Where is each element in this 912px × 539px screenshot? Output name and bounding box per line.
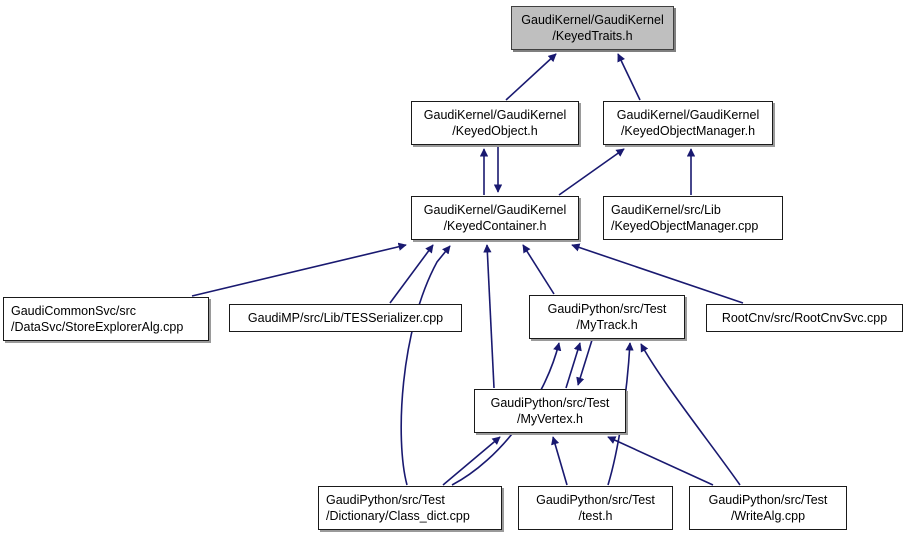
edge-myvertex-to-keyedcontainer	[483, 244, 495, 389]
node-label-line1: GaudiPython/src/Test	[547, 302, 667, 316]
node-keyedtraits-h[interactable]: GaudiKernel/GaudiKernel /KeyedTraits.h	[511, 6, 674, 50]
node-storeexploreralg-cpp[interactable]: GaudiCommonSvc/src /DataSvc/StoreExplore…	[3, 297, 209, 341]
edge-writealg-to-myvertex	[607, 436, 714, 486]
node-label-line1: GaudiMP/src/Lib/TESSerializer.cpp	[247, 311, 444, 325]
node-keyedobjectmanager-h[interactable]: GaudiKernel/GaudiKernel /KeyedObjectMana…	[603, 101, 773, 145]
node-label-line2: /KeyedObjectManager.h	[620, 124, 756, 138]
node-label-line1: GaudiPython/src/Test	[326, 493, 445, 507]
node-writealg-cpp[interactable]: GaudiPython/src/Test /WriteAlg.cpp	[689, 486, 847, 530]
node-label-line1: RootCnv/src/RootCnvSvc.cpp	[721, 311, 888, 325]
edge-writealg-to-mytrack	[640, 343, 741, 486]
edge-tesserializer-to-keyedcontainer	[389, 244, 434, 304]
node-label-line1: GaudiKernel/GaudiKernel	[423, 203, 567, 217]
node-myvertex-h[interactable]: GaudiPython/src/Test /MyVertex.h	[474, 389, 626, 433]
node-label-line2: /KeyedTraits.h	[552, 29, 633, 43]
edge-testh-to-myvertex	[551, 436, 568, 486]
node-label-line2: /test.h	[578, 509, 613, 523]
node-label-line2: /MyVertex.h	[517, 412, 583, 426]
node-keyedobject-h[interactable]: GaudiKernel/GaudiKernel /KeyedObject.h	[411, 101, 579, 145]
edge-storeexplorer-to-keyedcontainer	[191, 242, 407, 297]
edge-keyedobjectmanager-h-to-keyedtraits	[617, 53, 641, 101]
node-label-line2: /KeyedContainer.h	[443, 219, 547, 233]
node-label-line2: /MyTrack.h	[576, 318, 638, 332]
node-label-line2: /KeyedObjectManager.cpp	[611, 219, 759, 233]
edge-mytrack-to-keyedcontainer	[522, 244, 555, 295]
node-keyedobjectmanager-cpp[interactable]: GaudiKernel/src/Lib /KeyedObjectManager.…	[603, 196, 783, 240]
edge-mytrack-to-myvertex	[576, 339, 593, 386]
node-tesserializer-cpp[interactable]: GaudiMP/src/Lib/TESSerializer.cpp	[229, 304, 462, 332]
node-label-line1: GaudiKernel/src/Lib	[611, 203, 721, 217]
node-label-line1: GaudiPython/src/Test	[708, 493, 828, 507]
edge-classdict-to-keyedcontainer	[400, 245, 451, 486]
node-label-line1: GaudiKernel/GaudiKernel	[616, 108, 760, 122]
node-test-h[interactable]: GaudiPython/src/Test /test.h	[518, 486, 673, 530]
node-label-line1: GaudiKernel/GaudiKernel	[423, 108, 567, 122]
node-rootcnvsvc-cpp[interactable]: RootCnv/src/RootCnvSvc.cpp	[706, 304, 903, 332]
node-label-line1: GaudiPython/src/Test	[490, 396, 610, 410]
node-class-dict-cpp[interactable]: GaudiPython/src/Test /Dictionary/Class_d…	[318, 486, 502, 530]
edge-keyedcontainer-to-keyedobjectmanager-h	[558, 148, 625, 196]
node-label-line1: GaudiCommonSvc/src	[11, 304, 137, 318]
edge-myvertex-to-mytrack	[565, 342, 582, 389]
node-mytrack-h[interactable]: GaudiPython/src/Test /MyTrack.h	[529, 295, 685, 339]
edge-classdict-to-myvertex	[442, 436, 501, 486]
node-label-line2: /DataSvc/StoreExplorerAlg.cpp	[11, 320, 184, 334]
node-label-line1: GaudiKernel/GaudiKernel	[521, 13, 664, 27]
edge-keyedobject-to-keyedtraits	[505, 53, 557, 101]
node-label-line2: /KeyedObject.h	[452, 124, 538, 138]
node-label-line2: /WriteAlg.cpp	[730, 509, 806, 523]
node-label-line1: GaudiPython/src/Test	[536, 493, 655, 507]
node-label-line2: /Dictionary/Class_dict.cpp	[326, 509, 470, 523]
node-keyedcontainer-h[interactable]: GaudiKernel/GaudiKernel /KeyedContainer.…	[411, 196, 579, 240]
